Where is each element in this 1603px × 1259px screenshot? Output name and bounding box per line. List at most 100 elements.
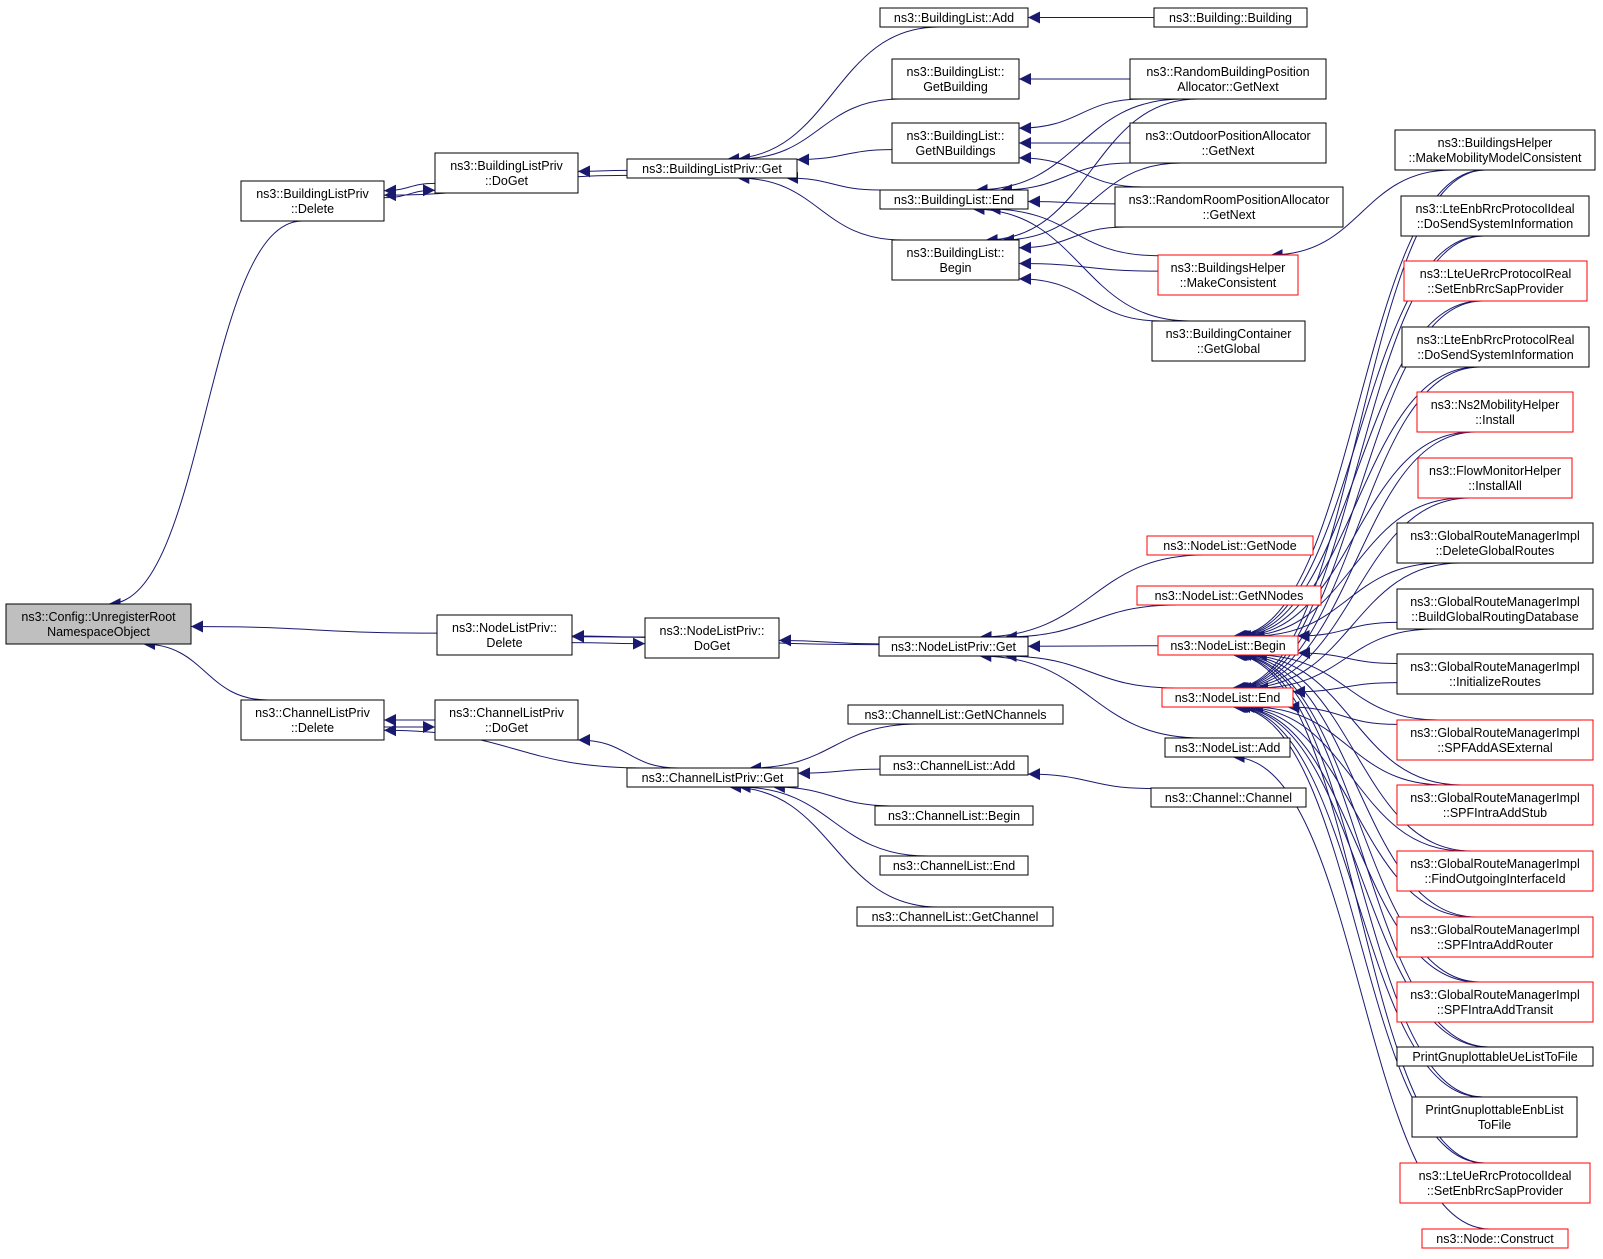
node-box-clGetN (847, 704, 1064, 725)
edge-blEnd-to-blpGet (786, 172, 881, 191)
node-label-bcGlobal-0: ns3::BuildingContainer (1166, 327, 1292, 341)
node-label-nlpDoGet-0: ns3::NodeListPriv:: (660, 624, 765, 638)
node-blEnd[interactable]: ns3::BuildingList::End (879, 189, 1029, 210)
node-box-clpDoGet (434, 699, 579, 741)
node-box-r2 (1400, 195, 1590, 237)
node-label-root-0: ns3::Config::UnregisterRoot (21, 610, 176, 624)
edge-r12-to-nlEnd (1242, 701, 1465, 852)
node-clpDelete[interactable]: ns3::ChannelListPriv::Delete (240, 699, 385, 741)
node-clGetN[interactable]: ns3::ChannelList::GetNChannels (847, 704, 1064, 725)
node-blBegin[interactable]: ns3::BuildingList::Begin (891, 239, 1020, 281)
node-label-nlpDelete-0: ns3::NodeListPriv:: (452, 621, 557, 635)
node-nlpGet[interactable]: ns3::NodeListPriv::Get (878, 636, 1029, 657)
edge-blAdd-to-blpGet (727, 26, 939, 165)
node-clpDoGet[interactable]: ns3::ChannelListPriv::DoGet (434, 699, 579, 741)
node-label-clGetChannel-0: ns3::ChannelList::GetChannel (872, 910, 1039, 924)
node-box-nlEnd (1161, 687, 1294, 708)
node-r12[interactable]: ns3::GlobalRouteManagerImpl::FindOutgoin… (1396, 850, 1594, 892)
edge-r3-to-nlBegin (1234, 300, 1481, 642)
node-clEnd[interactable]: ns3::ChannelList::End (879, 855, 1029, 876)
node-box-bcGlobal (1151, 320, 1306, 362)
node-r4[interactable]: ns3::LteEnbRrcProtocolReal::DoSendSystem… (1401, 326, 1590, 368)
node-clpGet[interactable]: ns3::ChannelListPriv::Get (626, 767, 799, 788)
node-label-nlBegin-0: ns3::NodeList::Begin (1170, 639, 1285, 653)
node-r7[interactable]: ns3::GlobalRouteManagerImpl::DeleteGloba… (1396, 522, 1594, 564)
node-box-rrpa (1114, 186, 1344, 228)
node-box-clGetChannel (856, 906, 1054, 927)
node-blpDoGet[interactable]: ns3::BuildingListPriv::DoGet (434, 152, 579, 194)
node-r5[interactable]: ns3::Ns2MobilityHelper::Install (1416, 391, 1574, 433)
node-nlAdd[interactable]: ns3::NodeList::Add (1164, 737, 1291, 758)
node-blpGet[interactable]: ns3::BuildingListPriv::Get (626, 158, 798, 179)
node-box-r7 (1396, 522, 1594, 564)
node-bhMake[interactable]: ns3::BuildingsHelper::MakeConsistent (1157, 254, 1299, 296)
node-r6[interactable]: ns3::FlowMonitorHelper::InstallAll (1417, 457, 1573, 499)
node-label-blGetBuilding-0: ns3::BuildingList:: (907, 65, 1005, 79)
node-blAdd[interactable]: ns3::BuildingList::Add (879, 7, 1029, 28)
node-nlGetNNodes[interactable]: ns3::NodeList::GetNNodes (1136, 585, 1322, 606)
node-nlBegin[interactable]: ns3::NodeList::Begin (1157, 635, 1299, 656)
edge-r13-to-nlBegin (1236, 649, 1477, 918)
node-r1[interactable]: ns3::BuildingsHelper::MakeMobilityModelC… (1394, 129, 1596, 171)
node-clBegin[interactable]: ns3::ChannelList::Begin (874, 805, 1034, 826)
node-box-r3 (1403, 260, 1588, 302)
node-label-opa-1: ::GetNext (1202, 144, 1255, 158)
node-label-r14-1: ::SPFIntraAddTransit (1437, 1003, 1554, 1017)
edge-r9-to-nlEnd (1292, 682, 1398, 698)
node-box-r11 (1396, 784, 1594, 826)
node-chChannel[interactable]: ns3::Channel::Channel (1150, 787, 1307, 808)
node-label-r10-0: ns3::GlobalRouteManagerImpl (1410, 726, 1580, 740)
node-r2[interactable]: ns3::LteEnbRrcProtocolIdeal::DoSendSyste… (1400, 195, 1590, 237)
node-r18[interactable]: ns3::Node::Construct (1421, 1228, 1569, 1249)
node-r15[interactable]: PrintGnuplottableUeListToFile (1396, 1046, 1594, 1067)
node-r8[interactable]: ns3::GlobalRouteManagerImpl::BuildGlobal… (1396, 588, 1594, 630)
node-label-clEnd-0: ns3::ChannelList::End (893, 859, 1015, 873)
node-label-r6-0: ns3::FlowMonitorHelper (1429, 464, 1561, 478)
node-nlpDoGet[interactable]: ns3::NodeListPriv::DoGet (644, 617, 780, 659)
node-r11[interactable]: ns3::GlobalRouteManagerImpl::SPFIntraAdd… (1396, 784, 1594, 826)
node-label-nlGetNNodes-0: ns3::NodeList::GetNNodes (1155, 589, 1304, 603)
node-box-blBegin (891, 239, 1020, 281)
node-r13[interactable]: ns3::GlobalRouteManagerImpl::SPFIntraAdd… (1396, 916, 1594, 958)
node-label-r15-0: PrintGnuplottableUeListToFile (1412, 1050, 1577, 1064)
node-r9[interactable]: ns3::GlobalRouteManagerImpl::InitializeR… (1396, 653, 1594, 695)
node-nlEnd[interactable]: ns3::NodeList::End (1161, 687, 1294, 708)
node-label-blpDoGet-0: ns3::BuildingListPriv (450, 159, 563, 173)
node-box-bhMake (1157, 254, 1299, 296)
node-label-r13-0: ns3::GlobalRouteManagerImpl (1410, 923, 1580, 937)
node-label-nlpDoGet-1: DoGet (694, 639, 731, 653)
node-label-r17-1: ::SetEnbRrcSapProvider (1427, 1184, 1563, 1198)
node-r14[interactable]: ns3::GlobalRouteManagerImpl::SPFIntraAdd… (1396, 981, 1594, 1023)
node-opa[interactable]: ns3::OutdoorPositionAllocator::GetNext (1129, 122, 1327, 164)
node-nlpDelete[interactable]: ns3::NodeListPriv::Delete (436, 614, 573, 656)
node-clAdd[interactable]: ns3::ChannelList::Add (879, 755, 1029, 776)
node-label-r2-1: ::DoSendSystemInformation (1417, 217, 1573, 231)
node-box-nlGetNNodes (1136, 585, 1322, 606)
node-r17[interactable]: ns3::LteUeRrcProtocolIdeal::SetEnbRrcSap… (1399, 1162, 1591, 1204)
node-box-blpGet (626, 158, 798, 179)
node-blGetN[interactable]: ns3::BuildingList::GetNBuildings (891, 122, 1020, 164)
edge-r11-to-nlEnd (1251, 701, 1446, 786)
node-box-blGetN (891, 122, 1020, 164)
node-bBuilding[interactable]: ns3::Building::Building (1153, 7, 1308, 28)
node-r3[interactable]: ns3::LteUeRrcProtocolReal::SetEnbRrcSapP… (1403, 260, 1588, 302)
node-blpDelete[interactable]: ns3::BuildingListPriv::Delete (240, 180, 385, 222)
node-box-r18 (1421, 1228, 1569, 1249)
edge-clEnd-to-clpGet (738, 781, 928, 857)
node-nlGetNode[interactable]: ns3::NodeList::GetNode (1146, 535, 1314, 556)
node-bcGlobal[interactable]: ns3::BuildingContainer::GetGlobal (1151, 320, 1306, 362)
node-blGetBuilding[interactable]: ns3::BuildingList::GetBuilding (891, 58, 1020, 100)
node-label-r4-0: ns3::LteEnbRrcProtocolReal (1417, 333, 1575, 347)
edge-opa-to-blBegin (1002, 162, 1182, 246)
edge-rrpa-to-blEnd (1027, 195, 1116, 208)
node-box-root (5, 603, 192, 645)
node-r10[interactable]: ns3::GlobalRouteManagerImpl::SPFAddASExt… (1396, 719, 1594, 761)
node-rrpa[interactable]: ns3::RandomRoomPositionAllocator::GetNex… (1114, 186, 1344, 228)
node-clGetChannel[interactable]: ns3::ChannelList::GetChannel (856, 906, 1054, 927)
node-root[interactable]: ns3::Config::UnregisterRootNamespaceObje… (5, 603, 192, 645)
edge-r10-to-nlEnd (1287, 701, 1398, 725)
node-label-blBegin-0: ns3::BuildingList:: (907, 246, 1005, 260)
node-rbpa[interactable]: ns3::RandomBuildingPositionAllocator::Ge… (1129, 58, 1327, 100)
